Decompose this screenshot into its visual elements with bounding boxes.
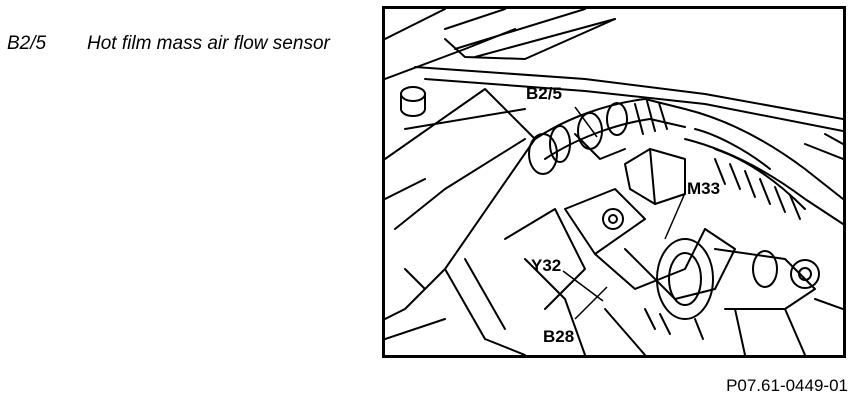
callout-y32: Y32 bbox=[531, 256, 561, 275]
engine-illustration: B2/5 M33 Y32 B28 bbox=[385, 9, 843, 355]
callout-b28: B28 bbox=[543, 327, 574, 346]
legend-description: Hot film mass air flow sensor bbox=[87, 33, 330, 54]
figure-reference: P07.61-0449-01 bbox=[726, 376, 848, 395]
callout-b2-5: B2/5 bbox=[526, 84, 562, 103]
legend-code: B2/5 bbox=[7, 33, 47, 54]
callout-m33: M33 bbox=[687, 179, 720, 198]
engine-illustration-frame: B2/5 M33 Y32 B28 bbox=[382, 6, 846, 358]
